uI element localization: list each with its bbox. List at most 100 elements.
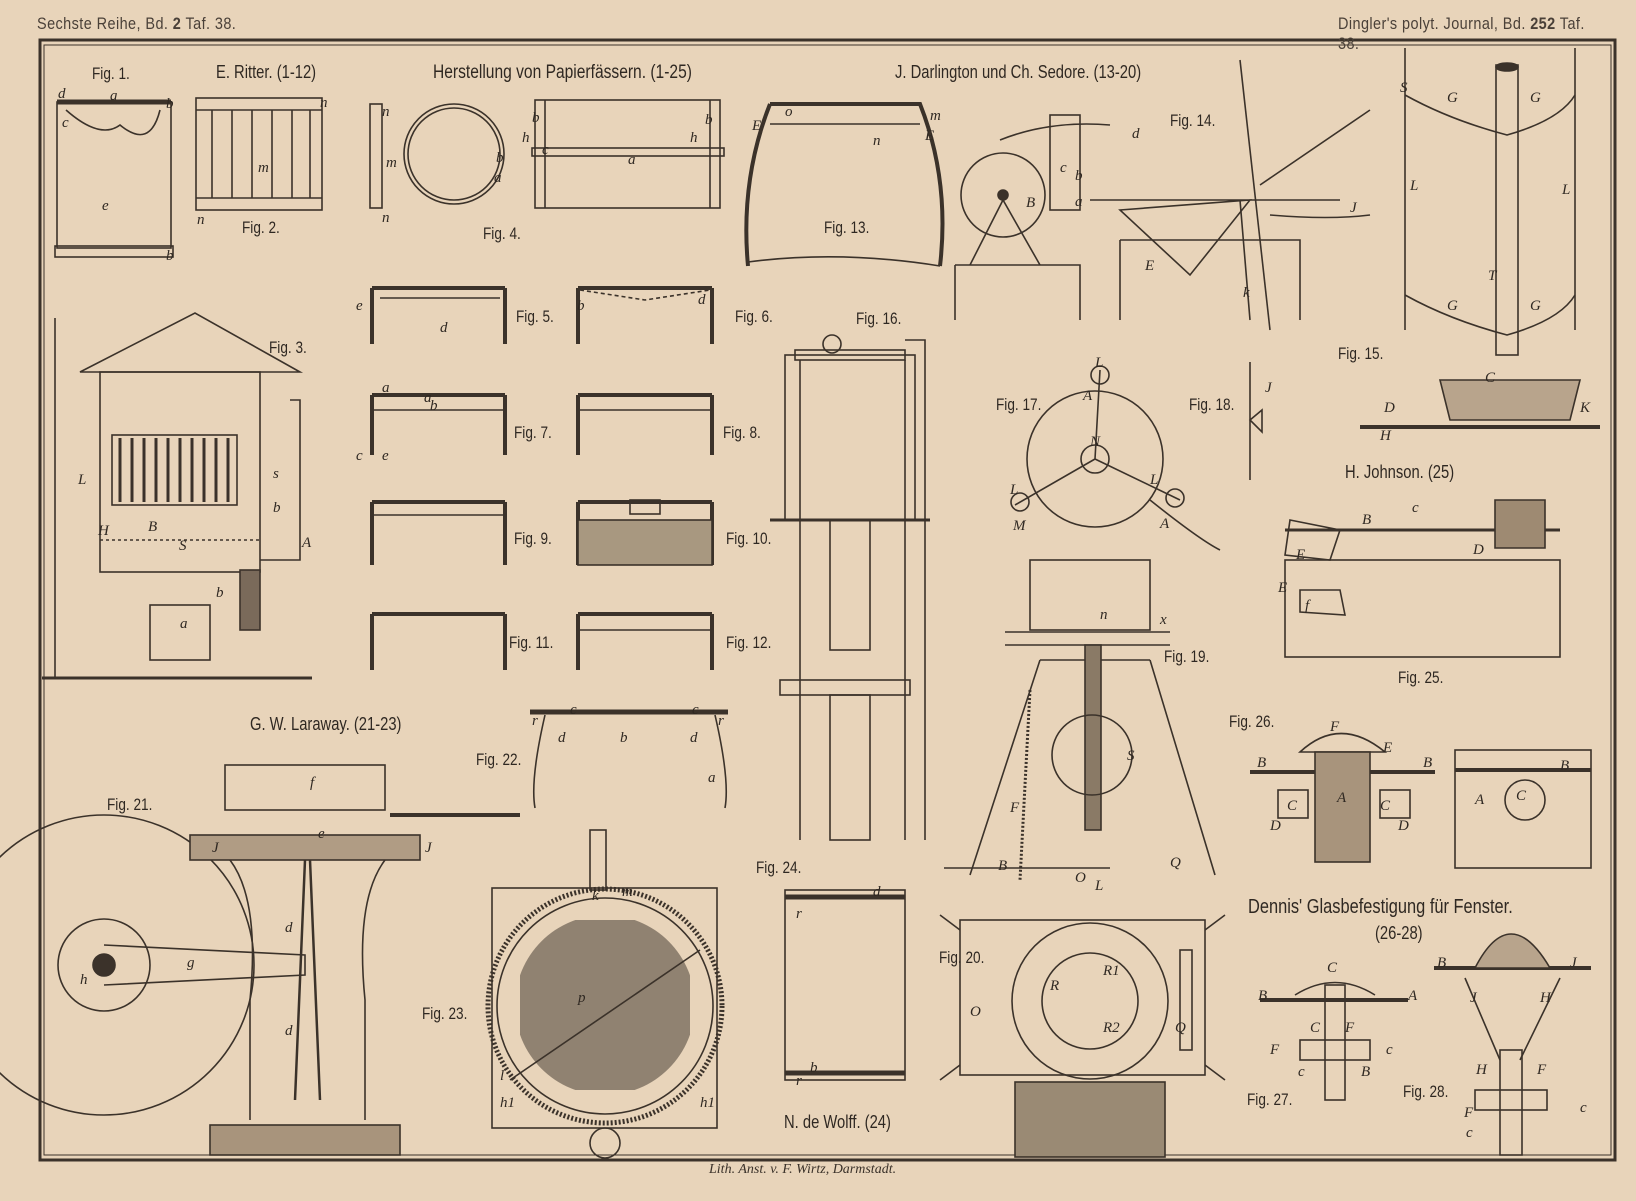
fig19-drawing: [944, 559, 1216, 881]
annotation-letter: F: [1345, 1020, 1355, 1036]
annotation-letter: r: [796, 906, 802, 922]
fig13-drawing: [744, 102, 945, 267]
annotation-letter: N: [1090, 434, 1101, 450]
annotation-letter: k: [1243, 285, 1250, 301]
annotation-letter: b: [430, 398, 438, 414]
annotation-letter: B: [1560, 758, 1570, 774]
annotation-letter: b: [166, 96, 174, 112]
annotation-letter: c: [1386, 1042, 1393, 1058]
annotation-letter: n: [382, 210, 390, 226]
annotation-letter: R2: [1103, 1020, 1120, 1036]
annotation-letter: m: [930, 108, 941, 124]
journal-text: Dingler's polyt. Journal, Bd.: [1338, 14, 1526, 33]
fig25-drawing: [1284, 499, 1561, 658]
annotation-letter: B: [1026, 195, 1036, 211]
annotation-letter: O: [970, 1004, 981, 1020]
annotation-letter: B: [148, 519, 158, 535]
annotation-letter: B: [1258, 988, 1268, 1004]
fig18-drawing: [1248, 362, 1263, 480]
annotation-letter: J: [212, 840, 219, 856]
annotation-letter: l: [500, 1068, 505, 1084]
annotation-letter: C: [1327, 960, 1338, 976]
annotation-letter: c: [692, 702, 699, 718]
annotation-letter: L: [1095, 355, 1104, 371]
annotation-letter: c: [542, 142, 549, 158]
annotation-letter: e: [318, 826, 325, 842]
annotation-letter: f: [1305, 598, 1310, 614]
fig-label: Fig. 14.: [1170, 111, 1216, 130]
fig-label: Fig. 18.: [1189, 395, 1235, 414]
annotation-letter: d: [698, 292, 706, 308]
lithographer-credit: Lith. Anst. v. F. Wirtz, Darmstadt.: [709, 1162, 897, 1177]
annotation-letter: b: [216, 585, 224, 601]
annotation-letter: G: [1530, 90, 1541, 106]
annotation-letter: c: [1060, 160, 1067, 176]
annotation-letter: a: [180, 616, 188, 632]
annotation-letter: A: [1475, 792, 1485, 808]
fig16-drawing: [770, 334, 930, 841]
fig-label: Fig. 12.: [726, 633, 772, 652]
annotation-letter: E: [1145, 258, 1155, 274]
title-dennis: Dennis' Glasbefestigung für Fenster.: [1248, 896, 1513, 918]
fig28-drawing: [1434, 933, 1591, 1156]
annotation-letter: Q: [1175, 1020, 1186, 1036]
annotation-letter: B: [998, 858, 1008, 874]
annotation-letter: d: [58, 86, 66, 102]
fig-label: Fig. 17.: [996, 395, 1042, 414]
annotation-letter: a: [110, 88, 118, 104]
annotation-letter: m: [258, 160, 269, 176]
annotation-letter: G: [1530, 298, 1541, 314]
annotation-letter: a: [1075, 194, 1083, 210]
fig22-drawing: [530, 709, 728, 809]
annotation-letter: p: [578, 990, 586, 1006]
fig-label: Fig. 9.: [514, 529, 552, 548]
annotation-letter: h1: [700, 1095, 715, 1111]
annotation-letter: e: [356, 298, 363, 314]
annotation-letter: g: [187, 955, 195, 971]
annotation-letter: A: [1408, 988, 1418, 1004]
annotation-letter: s: [273, 466, 279, 482]
fig-label: Fig. 8.: [723, 423, 761, 442]
fig-label: Fig. 28.: [1403, 1082, 1449, 1101]
annotation-letter: c: [1580, 1100, 1587, 1116]
plate-header-right: Dingler's polyt. Journal, Bd. 252 Taf. 3…: [1338, 14, 1591, 54]
annotation-letter: J: [1265, 380, 1272, 396]
annotation-letter: L: [1410, 178, 1419, 194]
annotation-letter: D: [1473, 542, 1484, 558]
annotation-letter: d: [440, 320, 448, 336]
annotation-letter: r: [718, 713, 724, 729]
annotation-letter: T: [1488, 268, 1497, 284]
annotation-letter: E: [1296, 547, 1306, 563]
annotation-letter: h: [80, 972, 88, 988]
fig5-12-drawings: [370, 286, 714, 670]
annotation-letter: L: [1562, 182, 1571, 198]
title-darlington: J. Darlington und Ch. Sedore. (13-20): [895, 62, 1142, 82]
annotation-letter: c: [1466, 1125, 1473, 1141]
annotation-letter: S: [179, 538, 187, 554]
annotation-letter: b: [577, 298, 585, 314]
annotation-letter: C: [1287, 798, 1298, 814]
annotation-letter: R: [1050, 978, 1060, 994]
annotation-letter: k: [592, 888, 599, 904]
annotation-letter: C: [1380, 798, 1391, 814]
fig-label: Fig. 27.: [1247, 1090, 1293, 1109]
annotation-letter: K: [1580, 400, 1591, 416]
annotation-letter: m: [386, 155, 397, 171]
fig-label: Fig. 16.: [856, 309, 902, 328]
fig-label: Fig. 11.: [509, 633, 554, 652]
fig17-drawing: [1010, 365, 1221, 551]
annotation-letter: b: [810, 1060, 818, 1076]
annotation-letter: E: [1278, 580, 1288, 596]
annotation-letter: h: [522, 130, 530, 146]
fig-label: Fig. 19.: [1164, 647, 1210, 666]
annotation-letter: A: [1337, 790, 1347, 806]
annotation-letter: e: [382, 448, 389, 464]
annotation-letter: H: [1380, 428, 1391, 444]
annotation-letter: x: [1160, 612, 1167, 628]
annotation-letter: c: [356, 448, 363, 464]
annotation-letter: o: [785, 104, 793, 120]
annotation-letter: A: [302, 535, 312, 551]
annotation-letter: r: [532, 713, 538, 729]
fig-label: Fig. 6.: [735, 307, 773, 326]
annotation-letter: D: [1398, 818, 1409, 834]
